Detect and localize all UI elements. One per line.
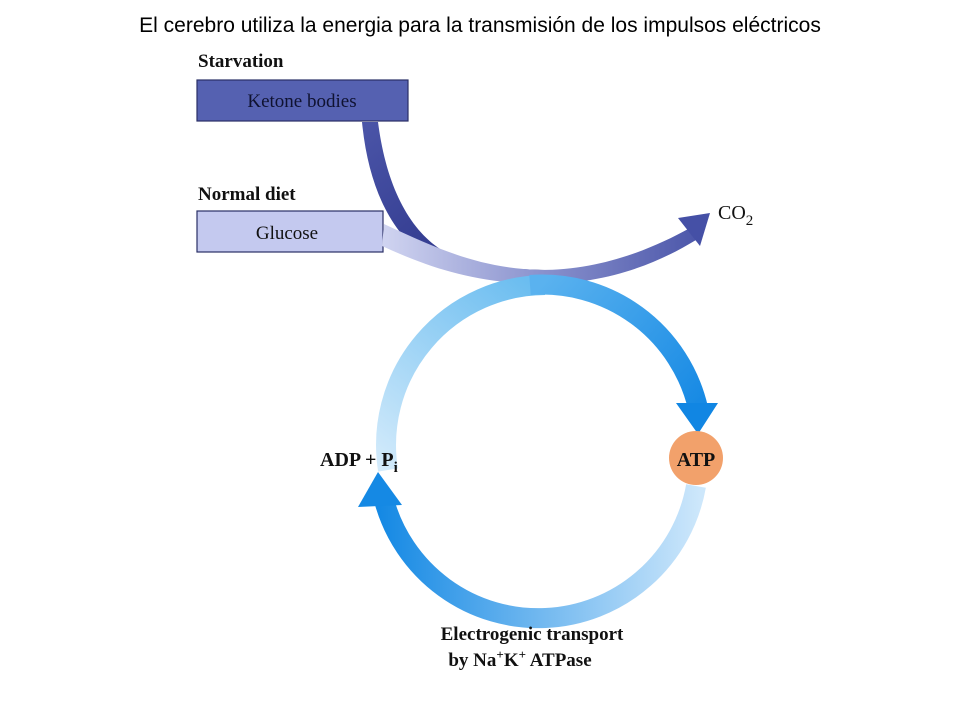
transport-label-line1: Electrogenic transport <box>441 624 624 645</box>
adp-pi-label: ADP + Pi <box>320 449 398 476</box>
ketone-bodies-box <box>196 79 409 122</box>
co2-label: CO2 <box>718 202 753 229</box>
glucose-label: Glucose <box>256 223 318 244</box>
adp-arrowhead <box>358 472 402 507</box>
atp-arrowhead <box>676 403 718 434</box>
glucose-flow-arrow <box>382 224 696 284</box>
transport-label-line2: by Na+K+ ATPase <box>448 647 591 671</box>
page-title: El cerebro utiliza la energia para la tr… <box>139 14 821 37</box>
ketone-bodies-label: Ketone bodies <box>247 91 356 112</box>
co2-arrowhead <box>678 213 710 246</box>
normal-diet-heading: Normal diet <box>198 184 296 205</box>
cycle-left-arc <box>376 275 546 472</box>
cycle-bottom-arc <box>374 484 706 629</box>
atp-label: ATP <box>677 449 716 471</box>
glucose-box <box>196 210 384 253</box>
cycle-upper-arc <box>529 274 708 411</box>
atp-circle <box>669 431 723 485</box>
starvation-heading: Starvation <box>198 51 284 72</box>
